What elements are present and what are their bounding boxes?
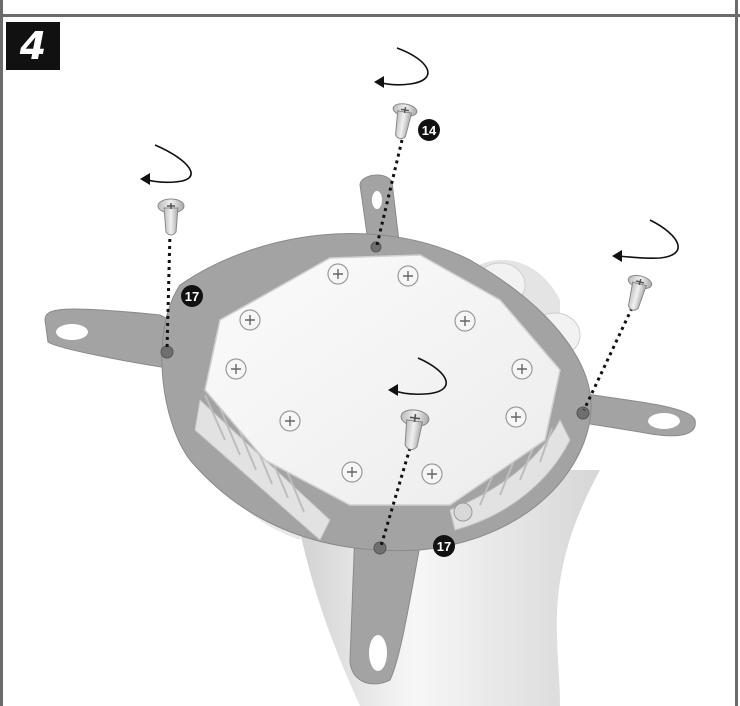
callout-badge-17-front: 17 (433, 535, 455, 557)
bracket-hole-right (648, 413, 680, 429)
callout-badge-14: 14 (418, 119, 440, 141)
step-number-badge: 4 (6, 22, 60, 70)
bracket-hole-left (56, 324, 88, 340)
callout-label-17-left: 17 (185, 289, 199, 304)
callout-label-17-front: 17 (437, 539, 451, 554)
screw-left (158, 199, 184, 235)
callout-badge-17-left: 17 (181, 285, 203, 307)
callout-label-14: 14 (422, 123, 437, 138)
bracket-lower-screw (454, 503, 472, 521)
bracket-hole-bottom (369, 635, 387, 671)
screw-top (388, 102, 418, 141)
bracket-hole-top (372, 191, 382, 209)
screw-right (621, 273, 653, 313)
